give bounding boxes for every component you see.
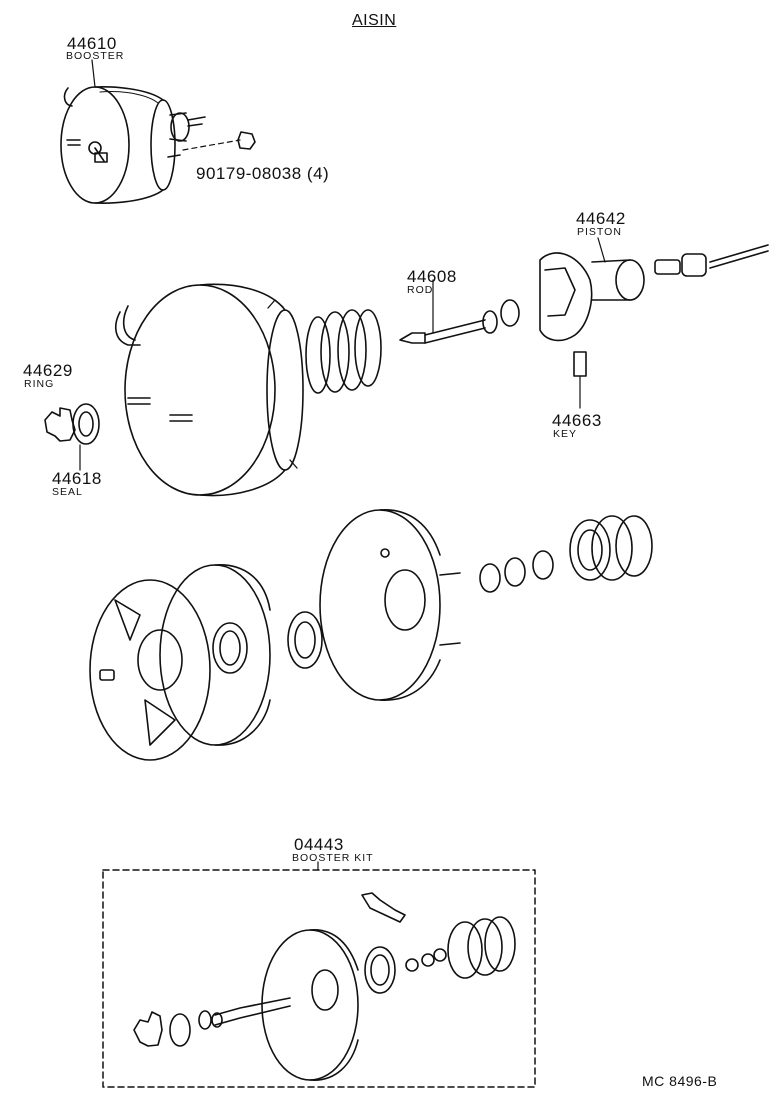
ring-part-name: RING [24,378,55,390]
kit-part-number: 04443 [294,835,344,854]
key-part-number: 44663 [552,411,602,430]
seal-part-number: 44618 [52,469,102,488]
booster-shell-drawing [116,284,303,495]
push-rod-drawing [400,280,519,343]
rod-part-name: ROD [407,284,434,296]
front-shell-drawing [288,510,460,700]
brand-title: AISIN [352,12,397,29]
piston-body-drawing [540,238,768,408]
booster-part-number: 44610 [67,34,117,53]
booster-kit-drawing [103,862,535,1087]
ring-part-number: 44629 [23,361,73,380]
drawing-code: MC 8496-B [642,1073,718,1089]
rod-part-number: 44608 [407,267,457,286]
kit-part-name: BOOSTER KIT [292,852,374,864]
booster-part-name: BOOSTER [66,50,125,62]
ring-seal-drawing [45,404,99,470]
return-spring-drawing [306,310,381,393]
seal-part-name: SEAL [52,486,83,498]
nut-part-number: 90179-08038 (4) [196,164,330,183]
rear-shell-drawing [160,565,270,745]
key-part-name: KEY [553,428,578,440]
booster-assembly-drawing [61,60,255,203]
piston-part-number: 44642 [576,209,626,228]
diaphragm-parts-drawing [480,516,652,592]
rear-plate-drawing [90,580,210,760]
piston-part-name: PISTON [577,226,622,238]
